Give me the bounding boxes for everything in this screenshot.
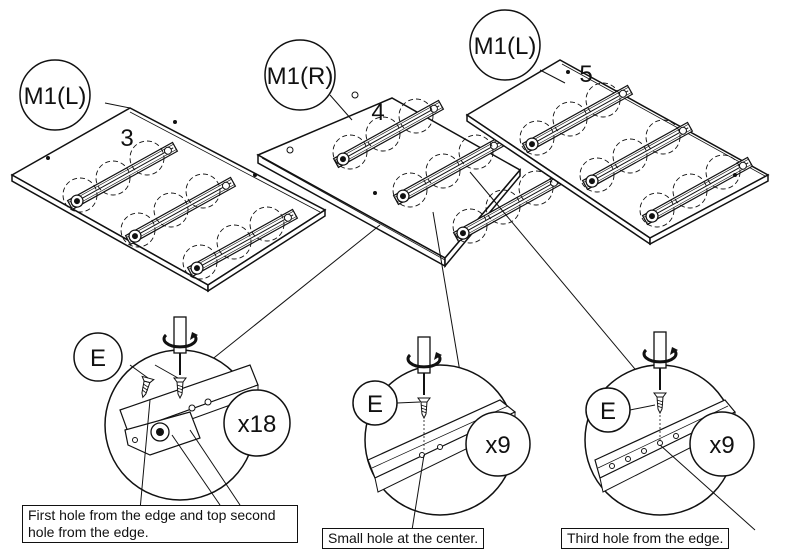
qty-label-middle: x9 bbox=[485, 432, 510, 459]
panel-left bbox=[10, 107, 327, 293]
module-label-right: M1(L) bbox=[474, 33, 537, 60]
qty-badge-right: x9 bbox=[689, 411, 755, 477]
panel-middle bbox=[256, 91, 565, 269]
part-label-middle: E bbox=[367, 391, 383, 418]
panel-right bbox=[465, 59, 770, 246]
detail-left bbox=[104, 315, 259, 511]
qty-label-right: x9 bbox=[709, 432, 734, 459]
part-label-left: E bbox=[90, 345, 106, 372]
qty-label-left: x18 bbox=[238, 411, 277, 438]
part-badge-left: E bbox=[73, 332, 123, 382]
panel-number-right: 5 bbox=[579, 61, 592, 88]
module-badge-left: M1(L) bbox=[19, 59, 91, 131]
panel-number-left: 3 bbox=[120, 125, 133, 152]
part-label-right: E bbox=[600, 398, 616, 425]
module-label-middle: M1(R) bbox=[267, 63, 334, 90]
module-badge-middle: M1(R) bbox=[264, 39, 336, 111]
panel-number-middle: 4 bbox=[371, 99, 384, 126]
caption-left: First hole from the edge and top second … bbox=[22, 505, 298, 543]
qty-badge-middle: x9 bbox=[465, 411, 531, 477]
caption-right: Third hole from the edge. bbox=[561, 528, 730, 549]
module-label-left: M1(L) bbox=[24, 83, 87, 110]
qty-badge-left: x18 bbox=[223, 389, 291, 457]
caption-middle: Small hole at the center. bbox=[322, 528, 485, 549]
module-badge-right: M1(L) bbox=[469, 9, 541, 81]
part-badge-right: E bbox=[585, 387, 631, 433]
part-badge-middle: E bbox=[352, 380, 398, 426]
